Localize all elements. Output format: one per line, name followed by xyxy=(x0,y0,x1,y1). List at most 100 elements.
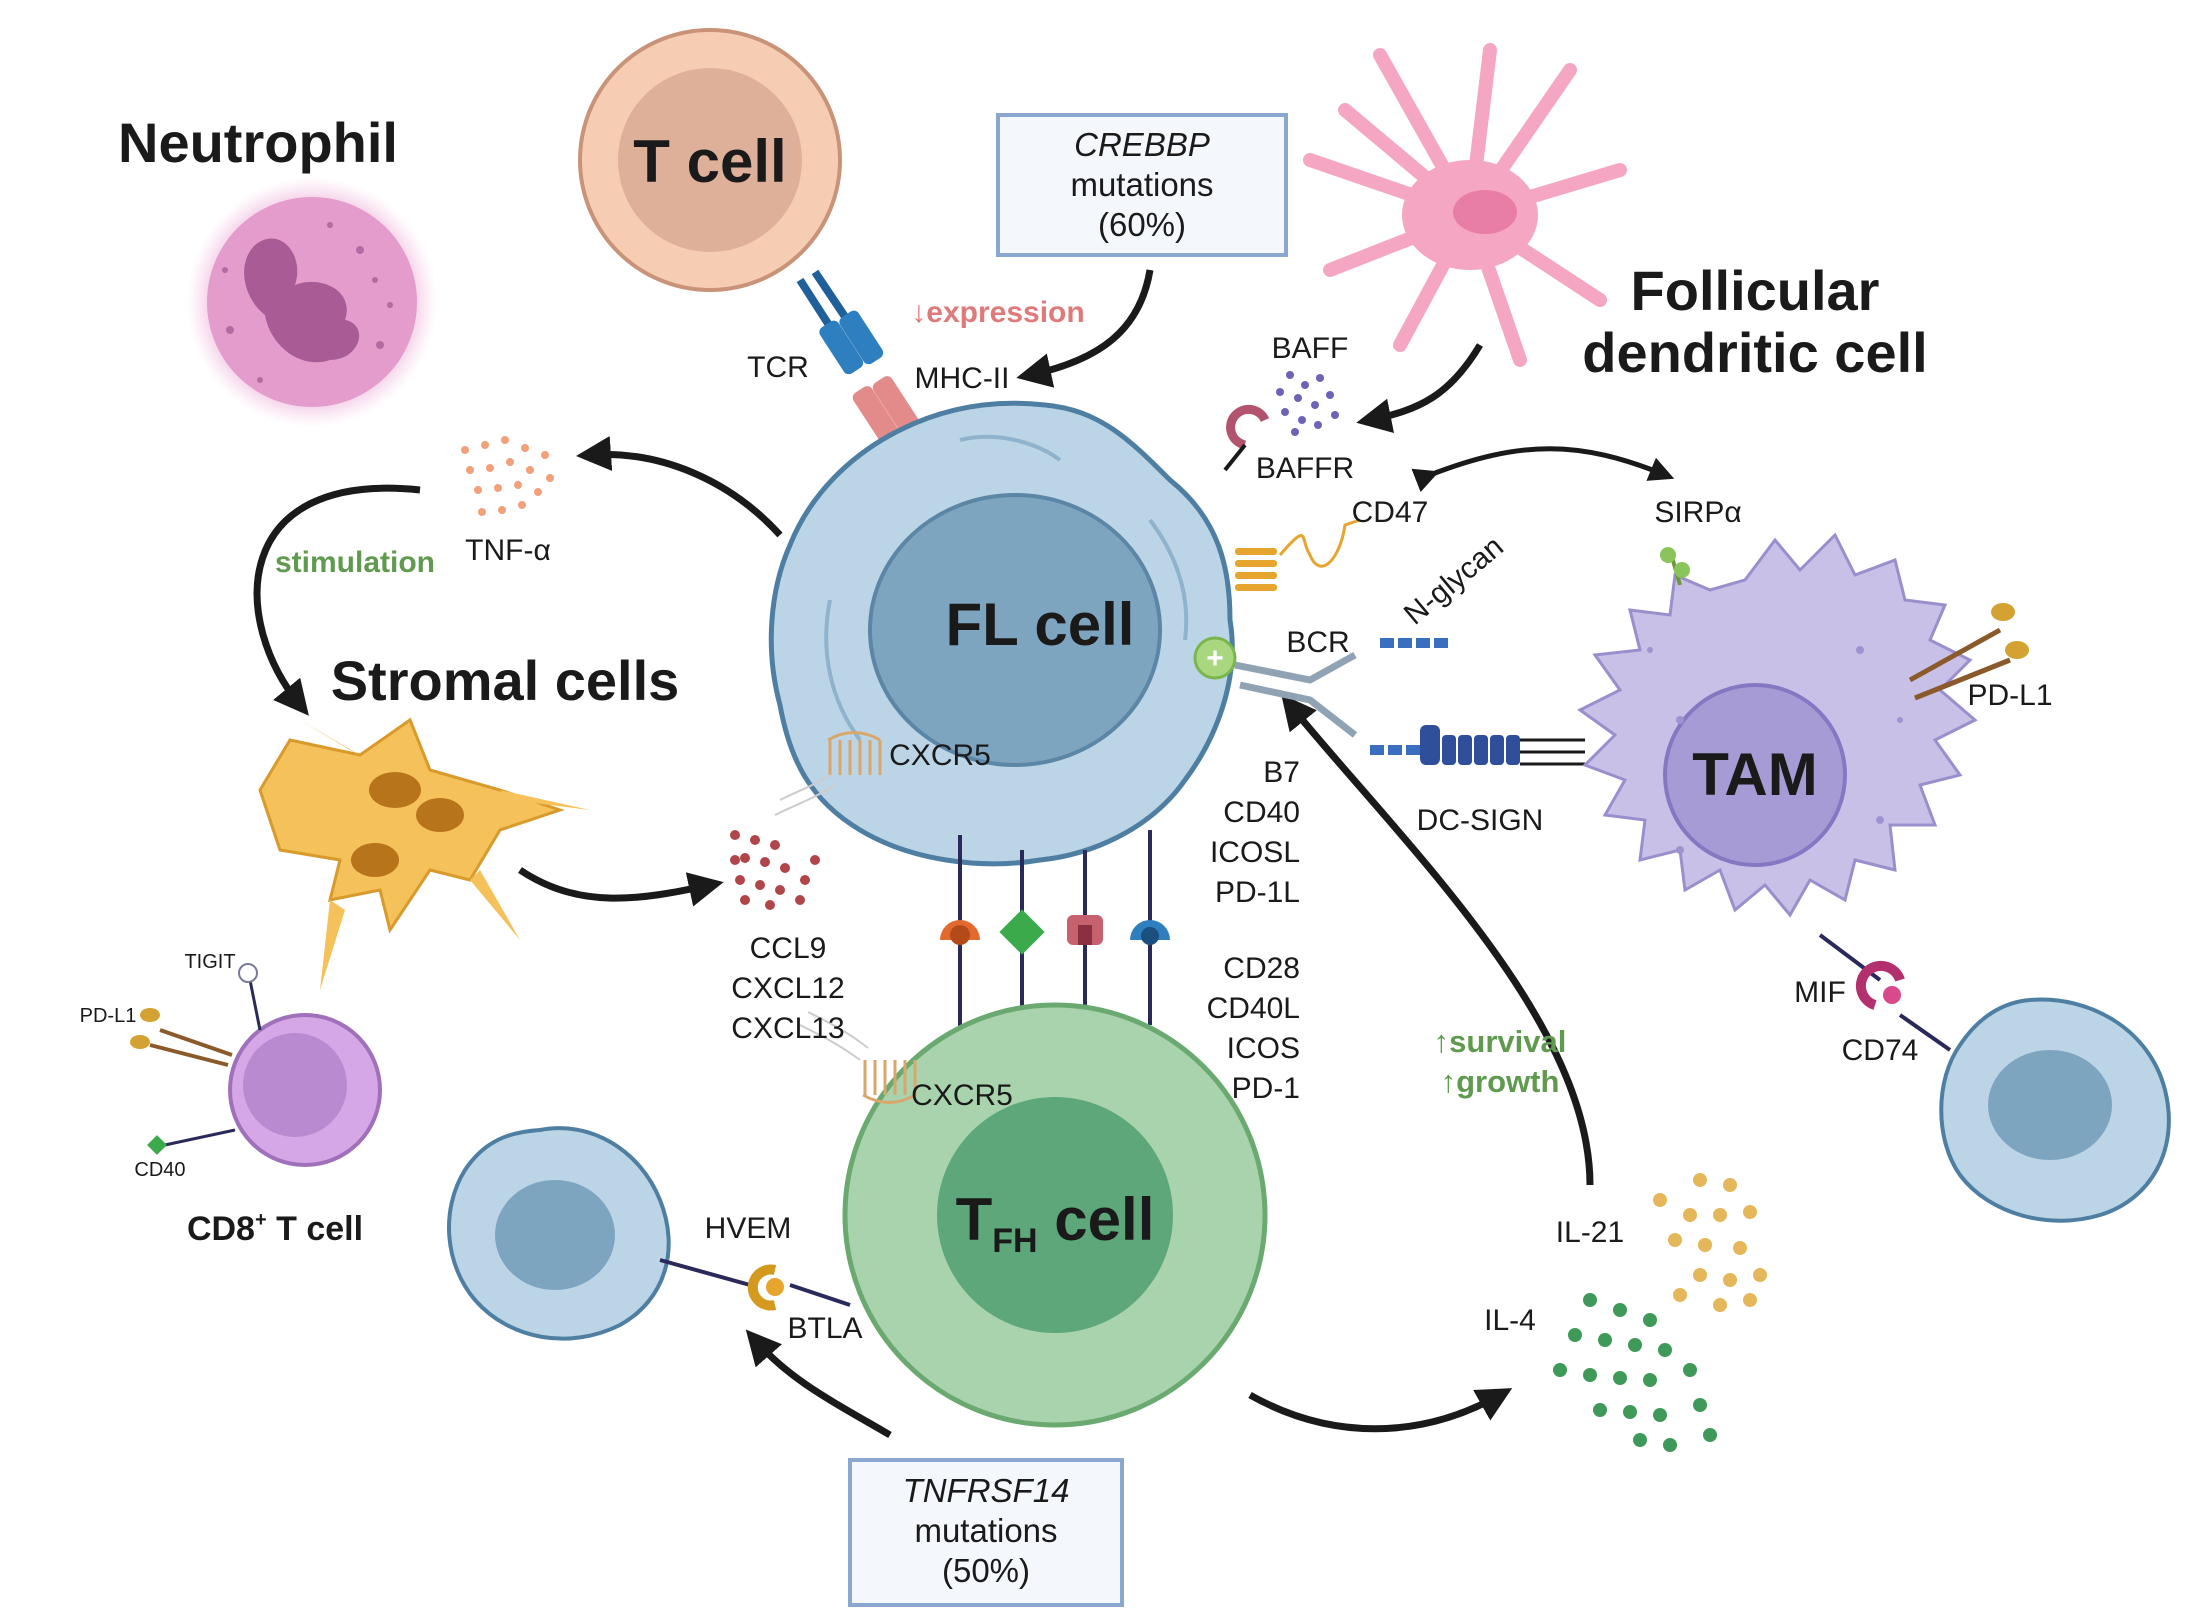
chemokine-cxcl13: CXCL13 xyxy=(731,1012,844,1045)
stromal-nucleus-2 xyxy=(416,798,464,832)
tnfa-particles xyxy=(461,436,554,516)
svg-text:+: + xyxy=(1206,642,1224,675)
cd8-cd40 xyxy=(147,1128,236,1155)
arrow-tnfa-to-stromal xyxy=(253,484,421,716)
dcsign-receptor xyxy=(1420,725,1585,766)
neutrophil-label: Neutrophil xyxy=(118,111,398,174)
cd8-pdl1 xyxy=(130,1008,233,1067)
arrow-stromal-to-chemokines xyxy=(518,867,724,907)
tam-pdl1-receptor xyxy=(1908,603,2029,701)
crebbp-line3: (60%) xyxy=(1098,206,1186,243)
crebbp-gene: CREBBP xyxy=(1074,126,1210,163)
cd47-label: CD47 xyxy=(1352,496,1429,529)
fl-nucleus xyxy=(868,493,1162,767)
il4-particles xyxy=(1553,1293,1717,1452)
synapse-pairs xyxy=(940,909,1170,955)
cxcr5-tfh-receptor xyxy=(799,1011,917,1104)
chemokine-ccl9: CCL9 xyxy=(750,932,827,965)
mhc2-label: MHC-II xyxy=(915,362,1010,395)
stromal-nucleus-1 xyxy=(369,772,421,808)
tigit-label: TIGIT xyxy=(184,951,235,973)
chemokine-cxcl12: CXCL12 xyxy=(731,972,844,1005)
btla-label: BTLA xyxy=(787,1312,862,1345)
growth-annotation: ↑growth xyxy=(1441,1064,1560,1099)
cd8-pdl1-label: PD-L1 xyxy=(80,1005,137,1027)
baff-particles xyxy=(1276,371,1339,436)
il4-label: IL-4 xyxy=(1484,1304,1536,1337)
double-arrow-cd47-sirpa xyxy=(1411,446,1675,493)
cd8-cd40-label: CD40 xyxy=(134,1159,185,1181)
tnfrsf14-line2: mutations xyxy=(914,1512,1057,1549)
tcr-label: TCR xyxy=(747,351,809,384)
hvem-label: HVEM xyxy=(705,1212,792,1245)
bcr-receptor: + xyxy=(1193,636,1448,755)
cd74-label: CD74 xyxy=(1842,1034,1919,1067)
expression-annotation: ↓expression xyxy=(911,296,1084,329)
tnfrsf14-box: TNFRSF14 mutations (50%) xyxy=(848,1458,1124,1607)
tfh-receptor-list: CD28 CD40L ICOS PD-1 xyxy=(1207,952,1300,1105)
tfh-cell-label: TFH cell xyxy=(956,1186,1155,1260)
stimulation-annotation: stimulation xyxy=(275,546,435,579)
cxcr5-tfh-label: CXCR5 xyxy=(911,1079,1013,1112)
chemokine-particles xyxy=(730,830,820,910)
il21-particles xyxy=(1653,1173,1767,1312)
baffr-label: BAFFR xyxy=(1256,452,1354,485)
cd40-cd40l-pair xyxy=(999,909,1045,955)
bcr-label: BCR xyxy=(1286,626,1349,659)
tam-label: TAM xyxy=(1692,741,1818,808)
arrow-tnfrsf14-to-btla xyxy=(745,1329,892,1439)
crebbp-box: CREBBP mutations (60%) xyxy=(996,113,1288,257)
fdc-label-line1: Follicular xyxy=(1631,259,1880,322)
mif-b-cell xyxy=(1939,997,2171,1223)
fl-cell xyxy=(768,400,1235,867)
tnfrsf14-gene: TNFRSF14 xyxy=(903,1472,1070,1509)
t-cell xyxy=(578,28,842,292)
fl-ligand-cd40: CD40 xyxy=(1223,796,1300,829)
fl-ligand-list: B7 CD40 ICOSL PD-1L xyxy=(1210,756,1300,909)
il21-label: IL-21 xyxy=(1556,1216,1624,1249)
chemokine-list: CCL9 CXCL12 CXCL13 xyxy=(731,932,844,1045)
nglycan-label: N-glycan xyxy=(1398,530,1510,631)
tam-pdl1-label: PD-L1 xyxy=(1967,679,2052,712)
cxcr5-fl-label: CXCR5 xyxy=(889,739,991,772)
survival-annotation: ↑survival xyxy=(1434,1024,1567,1059)
tfh-receptor-cd28: CD28 xyxy=(1223,952,1300,985)
tfh-receptor-pd1: PD-1 xyxy=(1232,1072,1300,1105)
fl-cell-label: FL cell xyxy=(946,591,1135,658)
sirpa-label: SIRPα xyxy=(1654,496,1741,529)
t-cell-label: T cell xyxy=(633,128,786,195)
mif-cd74-pair xyxy=(1818,933,1952,1052)
arrow-crebbp-to-mhc2 xyxy=(1016,269,1154,388)
arrow-fdc-to-baff xyxy=(1356,343,1484,434)
arrow-fl-to-tnfa xyxy=(576,436,783,538)
neutrophil xyxy=(187,177,437,427)
sirpa-receptor xyxy=(1660,547,1690,586)
tfh-cell xyxy=(842,1002,1268,1428)
tcr-receptor xyxy=(796,269,884,375)
cd8-tigit xyxy=(238,963,262,1031)
hvem-btla-pair xyxy=(659,1258,851,1311)
dcsign-label: DC-SIGN xyxy=(1417,804,1544,837)
stromal-nucleus-3 xyxy=(351,843,399,877)
fdc-nucleus xyxy=(1453,190,1517,234)
neutrophil-nucleus xyxy=(244,238,360,363)
fl-ligand-b7: B7 xyxy=(1263,756,1300,789)
tnfa-label: TNF-α xyxy=(465,534,551,567)
fl-ligand-pd1l: PD-1L xyxy=(1215,876,1300,909)
cd47-receptor xyxy=(1235,518,1361,591)
arrows xyxy=(253,269,1594,1439)
hvem-b-cell xyxy=(447,1126,671,1341)
tfh-receptor-icos: ICOS xyxy=(1227,1032,1300,1065)
mif-label: MIF xyxy=(1794,976,1846,1009)
stromal-cells xyxy=(258,717,590,990)
arrow-tfh-to-il xyxy=(1248,1388,1513,1433)
tfh-receptor-cd40l: CD40L xyxy=(1207,992,1300,1025)
cxcr5-fl-receptor xyxy=(774,731,882,816)
fdc-label-line2: dendritic cell xyxy=(1582,321,1927,384)
baffr-receptor xyxy=(1223,404,1270,472)
crebbp-line2: mutations xyxy=(1070,166,1213,203)
tam-cell xyxy=(1577,532,1978,918)
stromal-label: Stromal cells xyxy=(331,649,680,712)
baff-label: BAFF xyxy=(1272,332,1349,365)
